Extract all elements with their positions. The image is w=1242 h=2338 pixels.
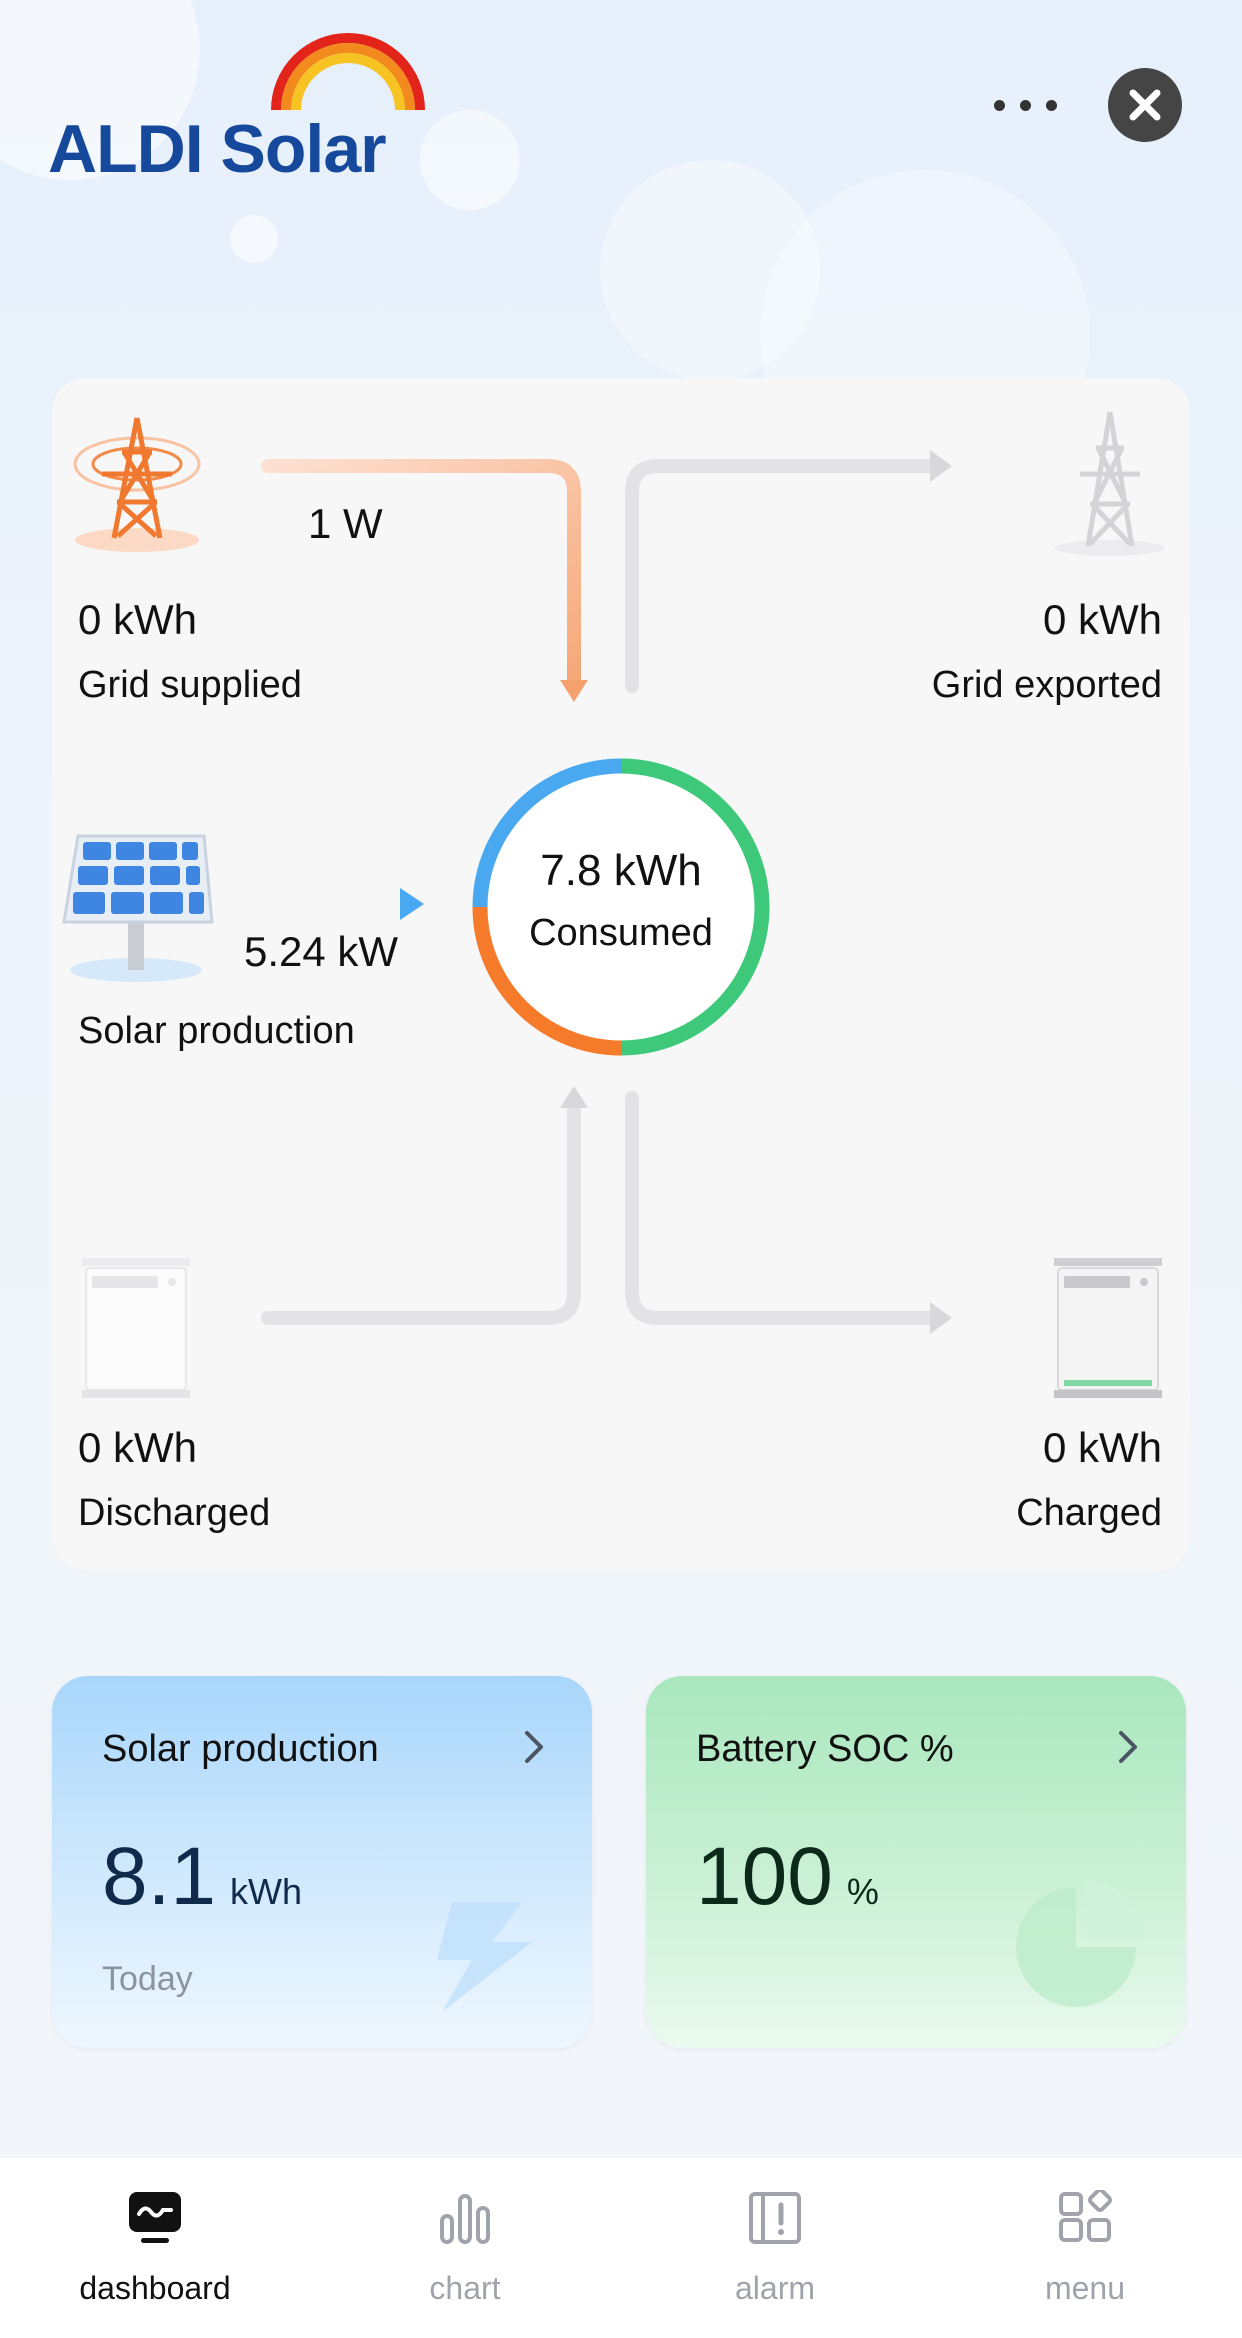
battery-charged-icon [1054, 1258, 1162, 1398]
ellipsis-icon [1046, 100, 1057, 111]
brand-logo: ALDI Solar [48, 30, 448, 190]
dashboard-icon [129, 2192, 181, 2243]
solar-flow-value: 5.24 kW [244, 928, 399, 975]
charged-label: Charged [1016, 1492, 1162, 1534]
consumption-ring [472, 758, 770, 1056]
grid-supply-flow-value: 1 W [308, 500, 383, 547]
nav-label-chart: chart [429, 2270, 501, 2306]
grid-exported-value: 0 kWh [1042, 596, 1162, 643]
discharge-arrow [560, 1086, 588, 1108]
battery-discharged-icon [82, 1258, 190, 1398]
close-button[interactable] [1108, 68, 1182, 142]
grid-exported-label: Grid exported [931, 664, 1162, 706]
charged-value: 0 kWh [1042, 1424, 1162, 1471]
solar-arrow [400, 888, 424, 920]
solar-production-label: Solar production [78, 1010, 355, 1052]
solar-card-title: Solar production [102, 1728, 379, 1770]
lightning-icon [437, 1902, 532, 2012]
alarm-icon [749, 2192, 801, 2244]
solar-card-period: Today [102, 1960, 193, 1998]
bg-bubble [230, 215, 278, 263]
solar-production-card[interactable]: Solar production 8.1 kWh Today [52, 1676, 592, 2048]
grid-tower-icon [73, 417, 201, 552]
consumed-label: Consumed [529, 912, 713, 954]
chevron-right-icon [1119, 1731, 1137, 1763]
nav-label-alarm: alarm [734, 2270, 815, 2306]
solar-panel-icon [62, 834, 214, 982]
nav-item-menu[interactable]: menu [930, 2158, 1240, 2338]
nav-item-dashboard[interactable]: dashboard [0, 2158, 310, 2338]
battery-card-title: Battery SOC % [696, 1728, 954, 1770]
bottom-nav: dashboard chart alarm menu [0, 2158, 1242, 2338]
nav-item-alarm[interactable]: alarm [620, 2158, 930, 2338]
bg-bubble [420, 110, 520, 210]
grid-supply-arrow [560, 680, 588, 702]
nav-item-chart[interactable]: chart [310, 2158, 620, 2338]
solar-card-value: 8.1 [102, 1831, 216, 1922]
grid-export-tower-icon [1055, 411, 1165, 556]
chevron-right-icon [525, 1731, 543, 1763]
nav-label-dashboard: dashboard [79, 2270, 231, 2306]
ellipsis-icon [1020, 100, 1031, 111]
discharged-value: 0 kWh [78, 1424, 198, 1471]
menu-grid-icon [1059, 2190, 1113, 2242]
rainbow-icon [271, 33, 425, 111]
battery-card-value: 100 [696, 1831, 833, 1922]
grid-supplied-value: 0 kWh [78, 596, 198, 643]
close-icon [1129, 89, 1161, 121]
grid-export-arrow [930, 450, 952, 482]
ellipsis-icon [994, 100, 1005, 111]
nav-label-menu: menu [1044, 2270, 1126, 2306]
solar-card-unit: kWh [230, 1871, 302, 1912]
discharge-line [261, 1101, 581, 1325]
battery-card-unit: % [846, 1871, 879, 1912]
charge-arrow [930, 1302, 952, 1334]
discharged-label: Discharged [78, 1492, 271, 1534]
more-button[interactable] [990, 80, 1062, 130]
grid-export-line [625, 459, 937, 693]
chart-icon [440, 2194, 490, 2244]
bg-bubble [600, 160, 820, 380]
battery-soc-card[interactable]: Battery SOC % 100% [646, 1676, 1186, 2048]
logo-text: ALDI Solar [48, 111, 387, 187]
grid-supplied-label: Grid supplied [78, 664, 302, 706]
charge-line [625, 1091, 937, 1325]
pie-icon [1016, 1880, 1144, 2007]
consumed-value: 7.8 kWh [540, 846, 702, 895]
grid-supply-line [261, 459, 581, 687]
